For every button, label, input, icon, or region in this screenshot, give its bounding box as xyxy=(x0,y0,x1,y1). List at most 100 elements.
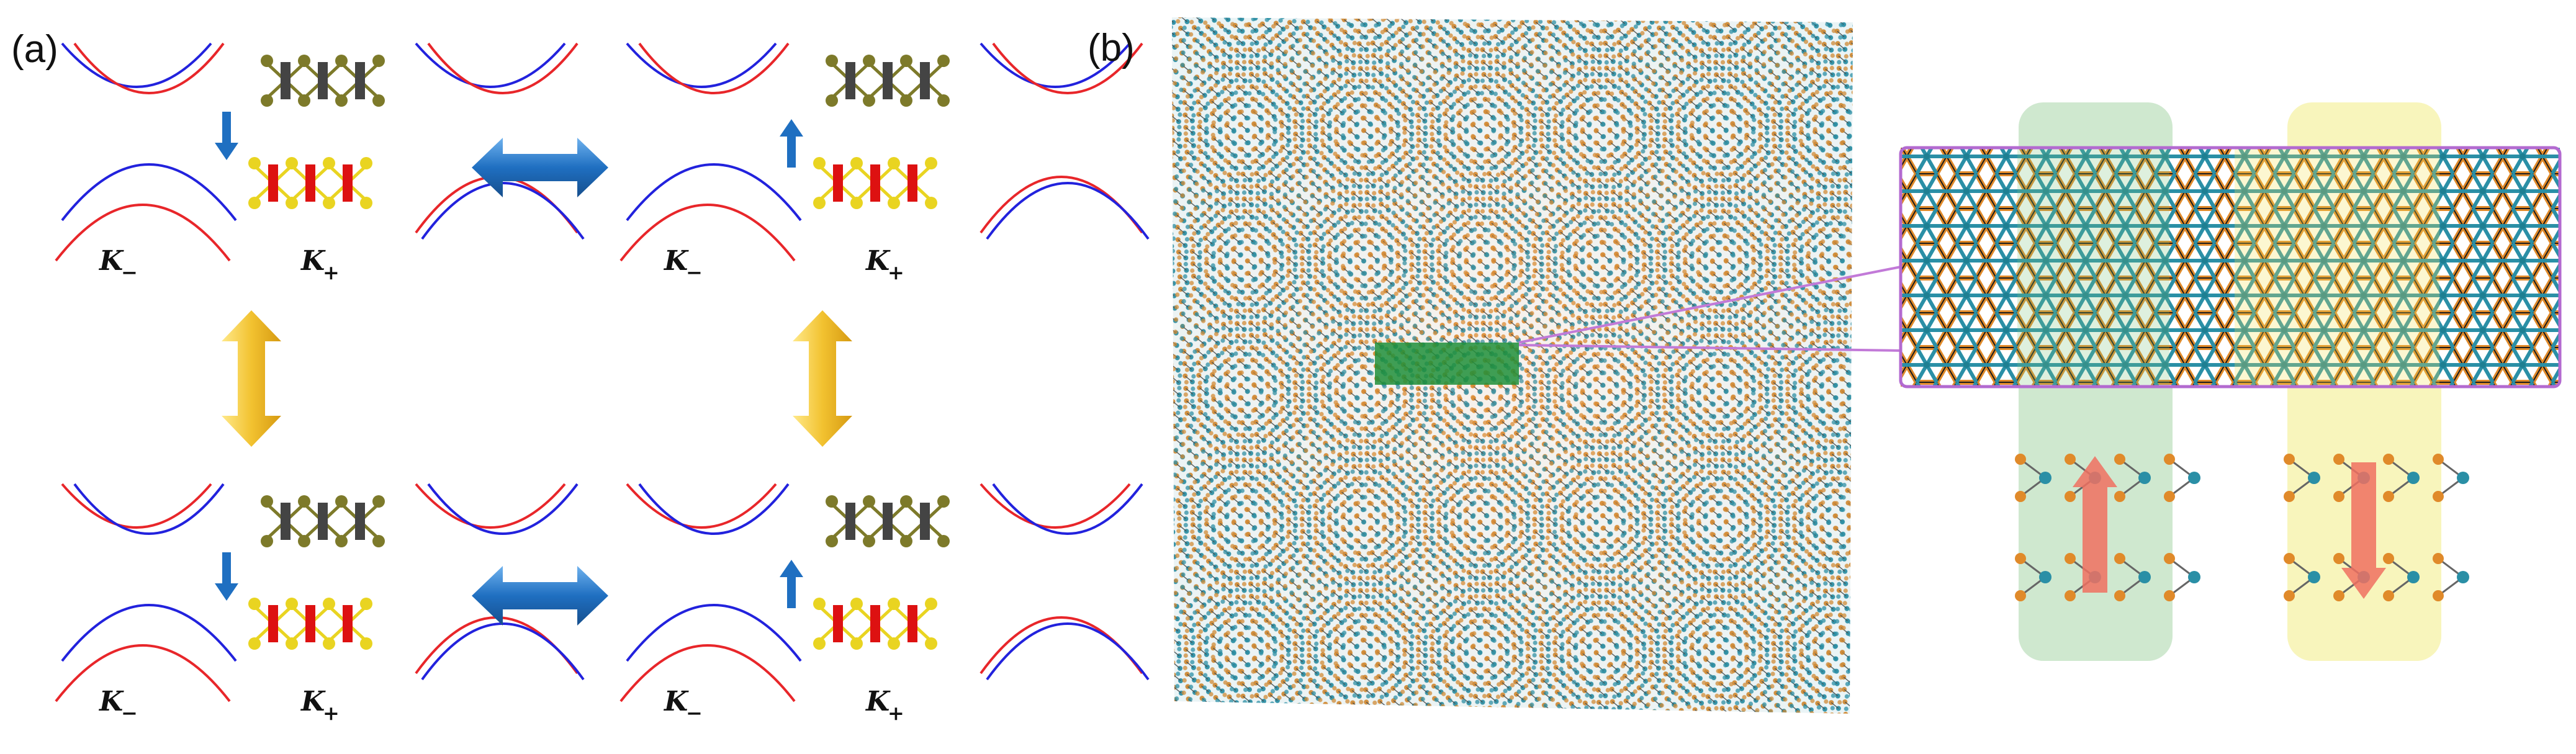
metal-atom xyxy=(2457,472,2469,484)
valley-label-left-sub: − xyxy=(686,261,703,284)
top-layer xyxy=(826,495,950,547)
chalcogen-atom xyxy=(372,94,385,107)
chalcogen-atom xyxy=(863,94,875,107)
metal-atom xyxy=(2039,472,2051,484)
metal-atom xyxy=(833,605,843,642)
valley-label-left: K xyxy=(98,686,124,717)
band-diagram-bottom-left: K−K+ xyxy=(55,483,585,725)
valence-band xyxy=(626,163,802,222)
metal-atom xyxy=(2039,571,2051,583)
chalcogen-atom xyxy=(2284,590,2295,601)
chalcogen-atom xyxy=(863,55,875,67)
chalcogen-atom xyxy=(323,598,335,610)
conduction-band xyxy=(992,42,1143,94)
chalcogen-atom xyxy=(372,55,385,67)
chalcogen-atom xyxy=(2284,491,2295,502)
chalcogen-atom xyxy=(2114,553,2125,564)
metal-atom xyxy=(305,605,315,642)
chalcogen-atom xyxy=(286,157,298,169)
chalcogen-atom xyxy=(261,535,273,547)
polarization-arrow-down xyxy=(215,112,238,160)
conduction-band xyxy=(638,42,790,94)
valley-label-right: K xyxy=(865,245,891,277)
chalcogen-atom xyxy=(2433,491,2444,502)
valley-label-left: K xyxy=(98,245,124,277)
conduction-band xyxy=(61,42,212,88)
zoomed-inset xyxy=(1899,146,2562,388)
valley-label-left-sub: − xyxy=(121,261,138,284)
chalcogen-atom xyxy=(2065,590,2076,601)
bottom-layer xyxy=(813,157,937,209)
valley-label-right-sub: + xyxy=(888,701,904,725)
chalcogen-atom xyxy=(335,495,348,508)
highlight-region xyxy=(1375,343,1519,385)
metal-atom xyxy=(2407,571,2420,583)
chalcogen-atom xyxy=(323,157,335,169)
band-diagram-top-left: K−K+ xyxy=(55,42,585,284)
metal-atom xyxy=(268,605,278,642)
side-view-green-domain xyxy=(2015,454,2200,601)
band-diagram-top-right: K−K+ xyxy=(619,42,1150,284)
polarization-arrow-up xyxy=(780,560,803,608)
metal-atom xyxy=(268,164,278,202)
chalcogen-atom xyxy=(863,535,875,547)
chalcogen-atom xyxy=(2114,454,2125,465)
chalcogen-atom xyxy=(372,495,385,508)
chalcogen-atom xyxy=(2284,553,2295,564)
switch-arrow-left-vertical xyxy=(222,310,281,447)
chalcogen-atom xyxy=(900,535,912,547)
chalcogen-atom xyxy=(813,598,826,610)
valence-band xyxy=(986,182,1150,240)
chalcogen-atom xyxy=(2433,454,2444,465)
metal-atom xyxy=(920,62,930,99)
polarization-arrow-down xyxy=(2341,462,2386,599)
chalcogen-atom xyxy=(826,55,838,67)
chalcogen-atom xyxy=(900,495,912,508)
chalcogen-atom xyxy=(298,55,310,67)
metal-atom xyxy=(845,503,855,540)
metal-atom xyxy=(907,164,917,202)
conduction-band xyxy=(427,42,579,94)
panel-b: (b) xyxy=(1088,17,2562,714)
chalcogen-atom xyxy=(813,197,826,209)
conduction-band xyxy=(638,483,790,535)
metal-atom xyxy=(920,503,930,540)
valley-label-right: K xyxy=(865,686,891,717)
chalcogen-atom xyxy=(937,55,950,67)
chalcogen-atom xyxy=(360,197,372,209)
metal-atom xyxy=(343,164,353,202)
bottom-layer xyxy=(248,157,372,209)
chalcogen-atom xyxy=(2383,553,2394,564)
chalcogen-atom xyxy=(925,598,937,610)
metal-atom xyxy=(2188,571,2200,583)
chalcogen-atom xyxy=(2114,590,2125,601)
conduction-band xyxy=(626,483,777,529)
chalcogen-atom xyxy=(850,157,863,169)
polarization-arrow-up xyxy=(2073,456,2117,593)
conduction-band xyxy=(73,42,225,94)
valence-band xyxy=(421,622,585,681)
chalcogen-atom xyxy=(888,197,900,209)
chalcogen-atom xyxy=(2065,553,2076,564)
metal-atom xyxy=(355,62,365,99)
zoom-line-top xyxy=(1518,266,1901,344)
conduction-band xyxy=(415,483,566,529)
metal-atom xyxy=(318,503,328,540)
switch-arrow-top-horizontal xyxy=(472,138,608,197)
chalcogen-atom xyxy=(2164,553,2175,564)
valence-band xyxy=(619,204,796,262)
conduction-band xyxy=(992,483,1143,535)
chalcogen-atom xyxy=(937,94,950,107)
chalcogen-atom xyxy=(813,637,826,650)
switch-arrow-right-vertical xyxy=(793,310,852,447)
valence-band xyxy=(55,644,231,702)
polarization-arrow-down xyxy=(215,552,238,601)
chalcogen-atom xyxy=(888,598,900,610)
valley-label-right-sub: + xyxy=(323,701,340,725)
chalcogen-atom xyxy=(298,94,310,107)
side-views xyxy=(2015,454,2469,601)
chalcogen-atom xyxy=(2383,491,2394,502)
metal-atom xyxy=(281,503,290,540)
chalcogen-atom xyxy=(863,495,875,508)
valley-label-left: K xyxy=(663,245,689,277)
